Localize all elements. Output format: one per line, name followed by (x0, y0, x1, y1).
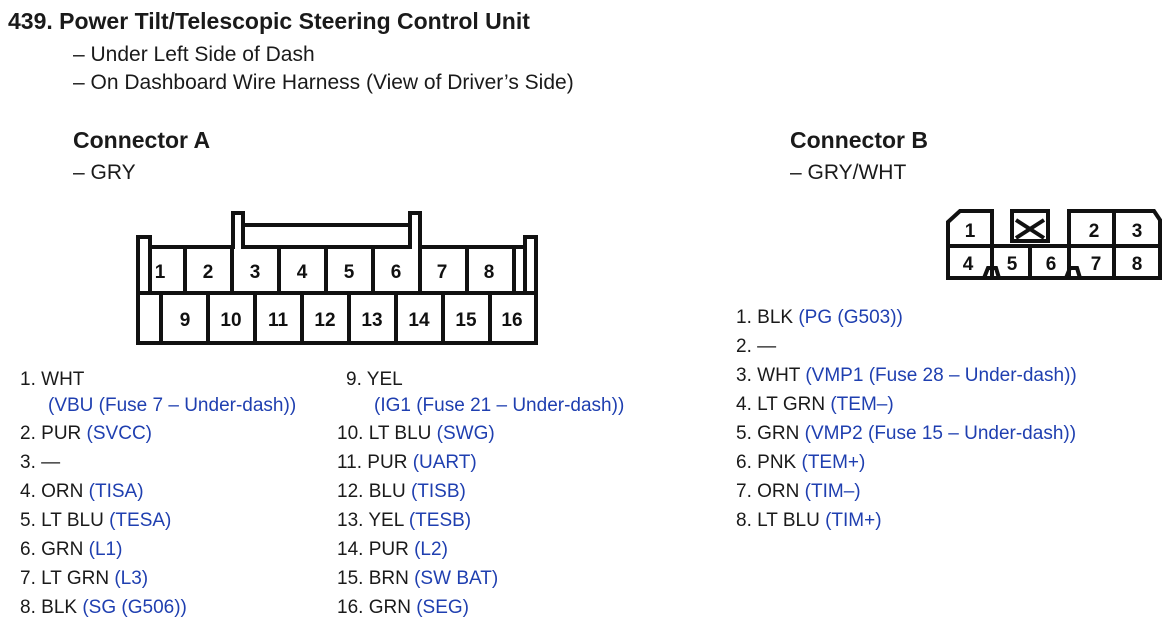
pin-a-9-label: 9 (180, 310, 191, 331)
pin-a-11-label: 11 (268, 310, 289, 331)
pin-a-3: 3. — (20, 452, 61, 473)
pin-b-7: 7. ORN (TIM–) (736, 481, 861, 502)
pin-a-1-label: 1 (155, 262, 166, 283)
pin-b-4: 4. LT GRN (TEM–) (736, 394, 894, 415)
pin-a-12: 12. BLU (TISB) (337, 481, 466, 502)
connector-b-diagram: 1 2 3 4 5 6 7 8 (946, 209, 1162, 280)
connector-b-color: – GRY/WHT (790, 161, 907, 184)
pin-a-6: 6. GRN (L1) (20, 539, 123, 560)
pin-a-16-label: 16 (501, 310, 522, 331)
pin-a-11: 11. PUR (UART) (337, 452, 477, 473)
pin-a-2: 2. PUR (SVCC) (20, 423, 152, 444)
pin-b-4-label: 4 (963, 254, 974, 275)
pin-a-10-label: 10 (220, 310, 241, 331)
pin-b-2: 2. — (736, 336, 777, 357)
pin-b-1: 1. BLK (PG (G503)) (736, 307, 903, 328)
pin-a-3-label: 3 (250, 262, 261, 283)
pin-a-14-label: 14 (408, 310, 430, 331)
pin-a-1-circuit: (VBU (Fuse 7 – Under-dash)) (48, 395, 297, 416)
connector-b-title: Connector B (790, 127, 928, 153)
pin-a-15-label: 15 (455, 310, 477, 331)
pin-a-13: 13. YEL (TESB) (337, 510, 472, 531)
pin-b-7-label: 7 (1091, 254, 1102, 275)
pin-b-5-label: 5 (1007, 254, 1018, 275)
pin-a-4: 4. ORN (TISA) (20, 481, 144, 502)
pin-a-15: 15. BRN (SW BAT) (337, 568, 499, 589)
pin-b-1-label: 1 (965, 221, 976, 242)
pin-a-9-circuit: (IG1 (Fuse 21 – Under-dash)) (374, 395, 625, 416)
connector-a-diagram: 1 2 3 4 5 6 7 8 9 10 11 12 13 14 15 16 (136, 211, 538, 345)
pin-b-2-label: 2 (1089, 221, 1100, 242)
pin-a-13-label: 13 (361, 310, 382, 331)
connector-a-color: – GRY (73, 161, 136, 184)
location-line-1: – Under Left Side of Dash (73, 43, 315, 66)
pin-a-7-label: 7 (437, 262, 448, 283)
pin-a-12-label: 12 (314, 310, 335, 331)
pin-b-5: 5. GRN (VMP2 (Fuse 15 – Under-dash)) (736, 423, 1077, 444)
pin-a-10: 10. LT BLU (SWG) (337, 423, 495, 444)
pin-a-8-label: 8 (484, 262, 495, 283)
pin-a-1: 1. WHT (20, 369, 85, 390)
pin-a-8: 8. BLK (SG (G506)) (20, 597, 187, 618)
pin-a-7: 7. LT GRN (L3) (20, 568, 149, 589)
pin-b-8-label: 8 (1132, 254, 1143, 275)
pin-b-3: 3. WHT (VMP1 (Fuse 28 – Under-dash)) (736, 365, 1077, 386)
connector-a-title: Connector A (73, 127, 211, 153)
pin-b-6: 6. PNK (TEM+) (736, 452, 866, 473)
pin-a-5: 5. LT BLU (TESA) (20, 510, 172, 531)
pin-a-4-label: 4 (297, 262, 308, 283)
pin-a-5-label: 5 (344, 262, 355, 283)
pin-a-2-label: 2 (203, 262, 214, 283)
pin-b-6-label: 6 (1046, 254, 1057, 275)
pin-b-8: 8. LT BLU (TIM+) (736, 510, 882, 531)
pin-a-14: 14. PUR (L2) (337, 539, 448, 560)
pin-a-16: 16. GRN (SEG) (337, 597, 469, 618)
location-line-2: – On Dashboard Wire Harness (View of Dri… (73, 71, 574, 94)
pin-a-9: 9. YEL (346, 369, 403, 390)
pin-a-6-label: 6 (391, 262, 402, 283)
pin-b-3-label: 3 (1132, 221, 1143, 242)
page-title: 439. Power Tilt/Telescopic Steering Cont… (8, 8, 530, 34)
